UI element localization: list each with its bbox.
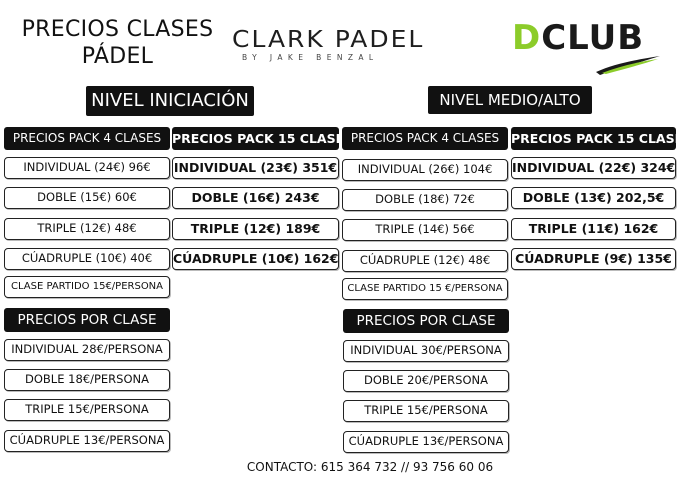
iniciacion-por-clase-cuadruple: CÚADRUPLE 13€/PERSONA xyxy=(4,430,170,452)
medio-clase-partido: CLASE PARTIDO 15 €/PERSONA xyxy=(342,278,508,300)
iniciacion-pack15-individual: INDIVIDUAL (23€) 351€ xyxy=(172,157,339,179)
dclub-swoosh-icon xyxy=(596,56,660,75)
medio-pack4-doble: DOBLE (18€) 72€ xyxy=(342,189,508,211)
level-medio-alto-banner: NIVEL MEDIO/ALTO xyxy=(428,86,592,114)
dclub-logo-word: CLUB xyxy=(541,18,645,58)
iniciacion-pack4-doble: DOBLE (15€) 60€ xyxy=(4,187,170,209)
dclub-logo-letter: D xyxy=(512,18,542,58)
page-title-line1: PRECIOS CLASES xyxy=(21,17,214,42)
iniciacion-clase-partido: CLASE PARTIDO 15€/PERSONA xyxy=(4,276,170,298)
iniciacion-por-clase-triple: TRIPLE 15€/PERSONA xyxy=(4,399,170,421)
medio-pack15-triple: TRIPLE (11€) 162€ xyxy=(511,218,676,240)
iniciacion-pack15-cuadruple: CÚADRUPLE (10€) 162€ xyxy=(172,248,339,270)
medio-pack15-header: PRECIOS PACK 15 CLASES xyxy=(511,127,680,150)
medio-pack4-individual: INDIVIDUAL (26€) 104€ xyxy=(342,159,508,181)
iniciacion-pack4-individual: INDIVIDUAL (24€) 96€ xyxy=(4,157,170,179)
iniciacion-por-clase-doble: DOBLE 18€/PERSONA xyxy=(4,369,170,391)
page-title-line2: PÁDEL xyxy=(81,44,154,69)
iniciacion-por-clase-header: PRECIOS POR CLASE xyxy=(4,308,170,332)
contact-info: CONTACTO: 615 364 732 // 93 756 60 06 xyxy=(246,460,494,474)
medio-por-clase-header: PRECIOS POR CLASE xyxy=(343,309,509,333)
iniciacion-pack15-triple: TRIPLE (12€) 189€ xyxy=(172,218,339,240)
medio-por-clase-doble: DOBLE 20€/PERSONA xyxy=(343,370,509,392)
medio-pack4-triple: TRIPLE (14€) 56€ xyxy=(342,219,508,241)
medio-pack15-cuadruple: CÚADRUPLE (9€) 135€ xyxy=(511,248,676,270)
medio-pack4-header: PRECIOS PACK 4 CLASES xyxy=(342,127,508,150)
medio-pack15-individual: INDIVIDUAL (22€) 324€ xyxy=(511,157,676,179)
clark-padel-logo-subtitle: BY JAKE BENZAL xyxy=(242,53,379,62)
iniciacion-por-clase-individual: INDIVIDUAL 28€/PERSONA xyxy=(4,339,170,361)
page-title: PRECIOS CLASES PÁDEL xyxy=(20,16,215,70)
medio-por-clase-cuadruple: CÚADRUPLE 13€/PERSONA xyxy=(343,431,509,453)
medio-por-clase-triple: TRIPLE 15€/PERSONA xyxy=(343,400,509,422)
iniciacion-pack4-header: PRECIOS PACK 4 CLASES xyxy=(4,127,170,150)
clark-padel-logo-text: CLARK PADEL xyxy=(232,26,425,53)
dclub-logo-text: DCLUB xyxy=(512,18,644,58)
medio-pack15-doble: DOBLE (13€) 202,5€ xyxy=(511,187,676,209)
iniciacion-pack4-triple: TRIPLE (12€) 48€ xyxy=(4,218,170,240)
iniciacion-pack15-doble: DOBLE (16€) 243€ xyxy=(172,187,339,209)
dclub-logo: DCLUB xyxy=(512,18,662,78)
medio-pack4-cuadruple: CÚADRUPLE (12€) 48€ xyxy=(342,250,508,272)
medio-por-clase-individual: INDIVIDUAL 30€/PERSONA xyxy=(343,340,509,362)
level-iniciacion-banner: NIVEL INICIACIÓN xyxy=(86,86,254,116)
clark-padel-logo: CLARK PADEL BY JAKE BENZAL xyxy=(232,26,464,68)
iniciacion-pack4-cuadruple: CÚADRUPLE (10€) 40€ xyxy=(4,248,170,270)
iniciacion-pack15-header: PRECIOS PACK 15 CLASES xyxy=(172,127,353,150)
